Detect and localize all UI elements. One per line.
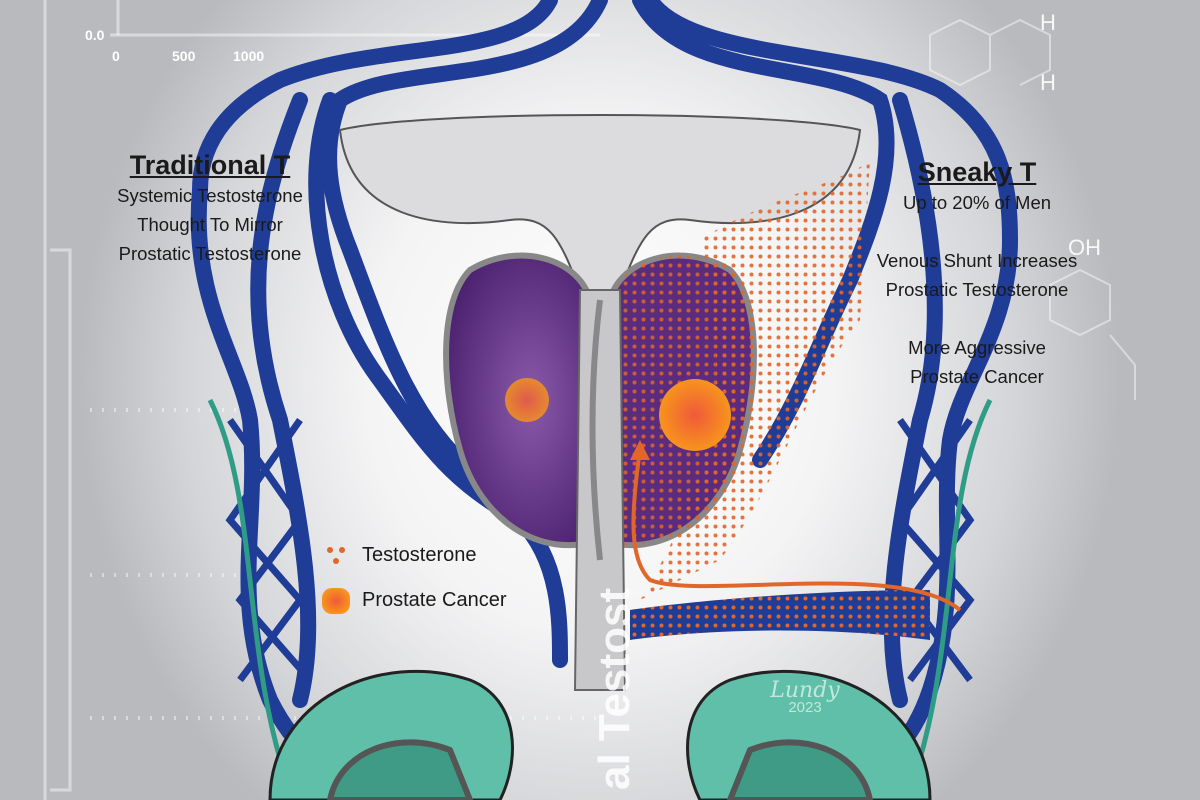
right-panel-line: Prostate Cancer <box>910 366 1044 387</box>
right-panel-line: Up to 20% of Men <box>902 192 1052 213</box>
signature-name: Lundy <box>770 678 840 703</box>
vein-mesh <box>225 417 975 683</box>
chem-label: OH <box>1068 235 1101 260</box>
right-panel: Sneaky T Up to 20% of Men Venous Shunt I… <box>847 157 1107 391</box>
bladder <box>338 114 862 291</box>
tumor-small <box>505 378 549 422</box>
right-panel-line: More Aggressive <box>908 337 1046 358</box>
testosterone-dots-icon <box>327 547 345 564</box>
left-panel: Traditional T Systemic Testosterone Thou… <box>80 150 340 268</box>
axis-x-tick: 500 <box>172 48 196 64</box>
testes <box>268 670 932 800</box>
right-panel-line: Venous Shunt Increases <box>876 250 1078 271</box>
chem-label: H <box>1040 10 1056 35</box>
artist-signature: Lundy 2023 <box>755 678 855 716</box>
shunt-arrow <box>631 449 962 612</box>
background-vertical-text: al Testost <box>590 587 639 790</box>
signature-year: 2023 <box>788 699 822 716</box>
vas-deferens <box>207 398 993 791</box>
left-panel-title: Traditional T <box>129 150 291 180</box>
background-grid <box>43 0 1136 800</box>
axis-y-label: 0.0 <box>85 27 105 43</box>
legend-prostate-cancer-label: Prostate Cancer <box>362 589 507 611</box>
left-panel-line: Prostatic Testosterone <box>118 243 302 264</box>
axis-x-tick: 0 <box>112 48 120 64</box>
tumor-large <box>659 379 731 451</box>
veins <box>190 0 1018 798</box>
right-panel-title: Sneaky T <box>917 157 1037 187</box>
left-panel-line: Systemic Testosterone <box>117 185 303 206</box>
shunt-testosterone-region <box>640 160 870 600</box>
axis-x-tick: 1000 <box>233 48 265 64</box>
legend-testosterone-label: Testosterone <box>362 544 477 566</box>
chem-label: H <box>1040 70 1056 95</box>
right-panel-line: Prostatic Testosterone <box>885 279 1069 300</box>
urethra <box>573 289 627 691</box>
prostate-cancer-icon <box>322 588 350 614</box>
left-panel-line: Thought To Mirror <box>137 214 283 235</box>
